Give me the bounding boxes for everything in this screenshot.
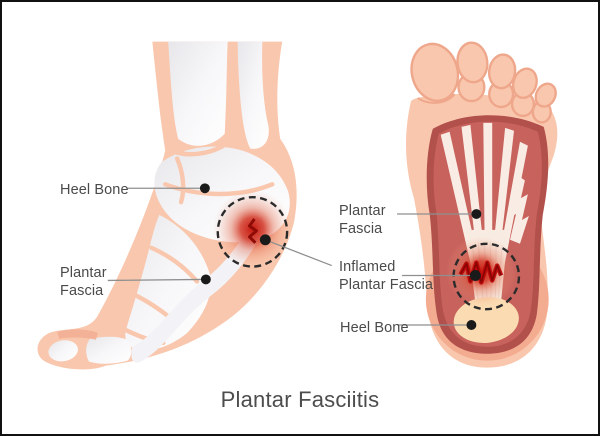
toe (487, 53, 517, 90)
dot-bottom-inflamed (469, 270, 481, 281)
label-side-heel-bone: Heel Bone (60, 182, 129, 198)
achilles-column (237, 41, 269, 149)
inflammation-dashed-circle (452, 242, 521, 311)
bottom-view-foot (406, 41, 558, 368)
inflammation-dashed-circle (216, 196, 289, 268)
label-bottom-plantar-fascia: Plantar Fascia (339, 203, 386, 237)
diagram-title: Plantar Fasciitis (220, 387, 380, 412)
dot-bottom-plantar-fascia (471, 209, 482, 219)
leader-line-side-plantar-fascia (107, 278, 203, 282)
dot-side-heel-bone (199, 183, 210, 194)
label-bottom-heel-bone: Heel Bone (340, 320, 409, 336)
toe (456, 41, 489, 84)
inflammation-glow (445, 235, 517, 308)
label-side-plantar-fascia: Plantar Fascia (60, 265, 107, 299)
label-inflamed-plantar-fascia: Inflamed Plantar Fascia (339, 259, 434, 293)
toe-bone-distal (48, 340, 78, 362)
leader-line-inflamed-diagonal (265, 239, 332, 267)
toenail (57, 329, 98, 340)
dot-side-plantar-fascia (200, 274, 211, 285)
midfoot-bones (125, 215, 212, 351)
side-view-foot (37, 41, 297, 370)
big-toe-crease (417, 93, 456, 104)
label-dots (199, 183, 482, 330)
toe (511, 67, 538, 100)
inflammation-mark (247, 218, 258, 244)
leader-lines (107, 187, 474, 326)
lateral-fascia-band (508, 176, 529, 244)
inflammation-mark-core (459, 261, 502, 284)
heel-bone-oval (453, 297, 519, 343)
toe (534, 82, 557, 108)
dot-bottom-heel-bone (466, 320, 477, 330)
toe-bone-proximal (86, 336, 132, 364)
dot-side-inflamed (259, 234, 271, 246)
shin-bone (168, 41, 228, 146)
toes (410, 41, 557, 124)
